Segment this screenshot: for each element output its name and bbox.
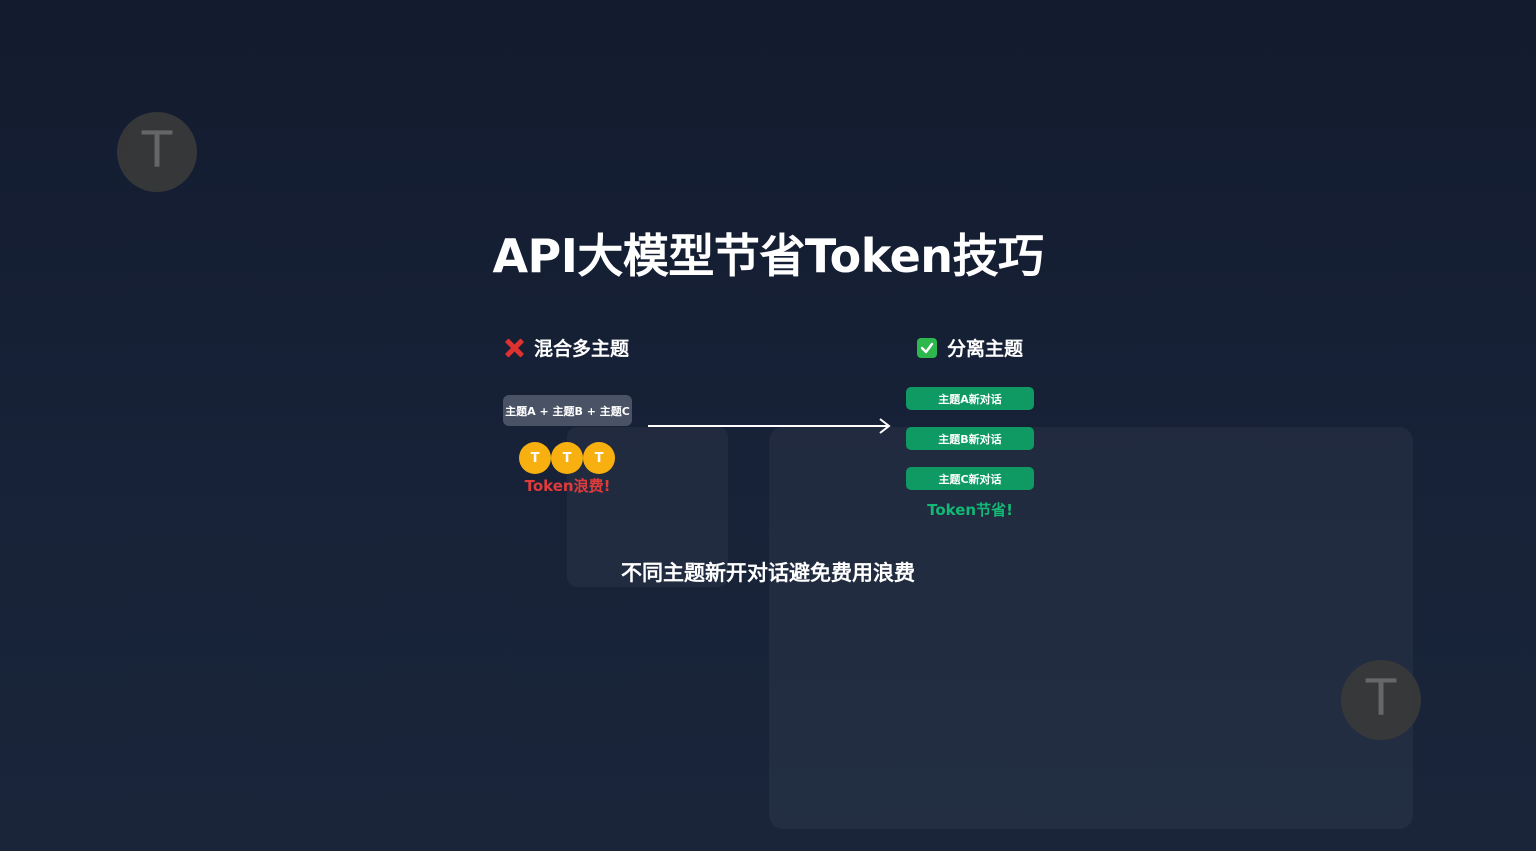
token-coin-icon: T	[551, 442, 583, 474]
token-save-label: Token节省!	[927, 501, 1013, 519]
right-arrow-icon	[648, 418, 891, 434]
topic-a-pill: 主题A新对话	[906, 387, 1034, 410]
mixed-topics-heading-label: 混合多主题	[534, 338, 630, 360]
token-coin-icon: T	[519, 442, 551, 474]
topic-c-pill: 主题C新对话	[906, 467, 1034, 490]
token-coins: T T T	[519, 442, 615, 474]
mixed-topics-pill: 主题A + 主题B + 主题C	[503, 395, 632, 426]
slide-title: API大模型节省Token技巧	[492, 229, 1044, 283]
t-badge-icon: T	[117, 112, 197, 192]
token-coin-icon: T	[583, 442, 615, 474]
t-badge-icon: T	[1341, 660, 1421, 740]
topic-b-pill: 主题B新对话	[906, 427, 1034, 450]
mixed-topics-heading: 混合多主题	[504, 334, 629, 361]
check-mark-icon	[917, 337, 937, 358]
separate-topics-heading: 分离主题	[917, 334, 1023, 361]
token-waste-label: Token浪费!	[524, 477, 611, 495]
separate-topics-heading-label: 分离主题	[947, 338, 1024, 360]
slide-subtitle: 不同主题新开对话避免费用浪费	[621, 561, 915, 585]
cross-mark-icon	[504, 338, 524, 358]
decorative-panel-large	[769, 427, 1413, 829]
